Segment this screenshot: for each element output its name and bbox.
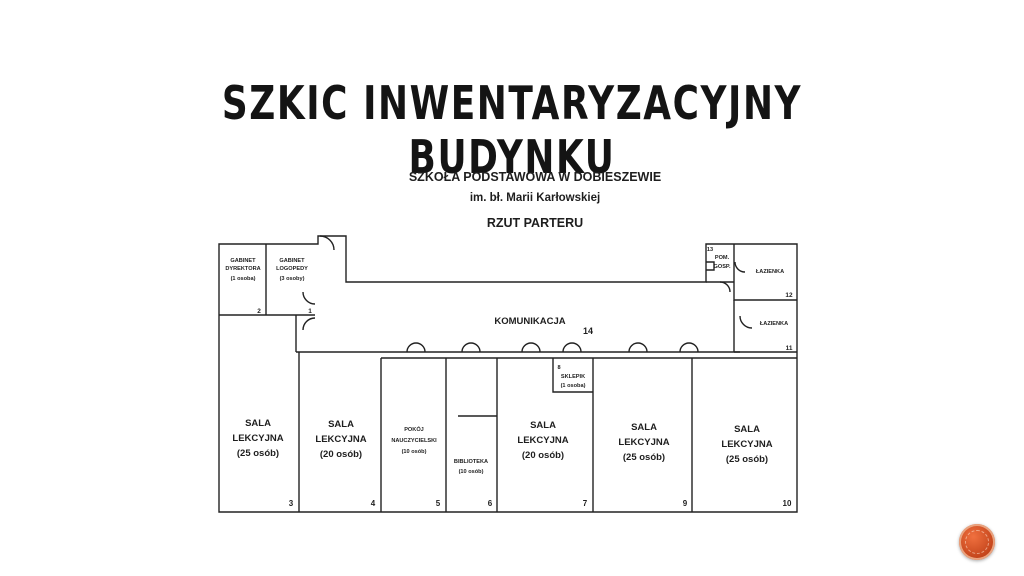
room-1-line3: (1 osoba) — [231, 276, 256, 282]
room-6-line2: (10 osób) — [459, 469, 484, 475]
utility-room-line2: GOSP. — [714, 264, 731, 270]
room-5-line3: (10 osób) — [402, 449, 427, 455]
room-4-line2: LEKCYJNA — [315, 434, 366, 445]
corridor-label: KOMUNIKACJA — [494, 316, 565, 327]
plan-heading-school: SZKOŁA PODSTAWOWA W DOBIESZEWIE — [408, 170, 662, 184]
room-5-line1: POKÓJ — [404, 425, 424, 433]
room-10-line2: LEKCYJNA — [721, 439, 772, 450]
room-1-number: 2 — [257, 308, 261, 315]
room-10-number: 10 — [783, 499, 792, 508]
room-7-line3: (20 osób) — [522, 450, 564, 461]
shop-line1: SKLEPIK — [561, 374, 585, 380]
room-2-line3: (3 osoby) — [280, 276, 305, 282]
plan-heading-patron: im. bł. Marii Karłowskiej — [469, 192, 601, 204]
room-7-line1: SALA — [530, 420, 556, 431]
room-5-line2: NAUCZYCIELSKI — [391, 438, 437, 444]
bathroom-12-number: 12 — [785, 292, 793, 299]
slide-title: SZKIC INWENTARYZACYJNY BUDYNKU — [221, 76, 803, 184]
room-3-line3: (25 osób) — [237, 448, 279, 459]
room-1-line2: DYREKTORA — [225, 266, 260, 272]
room-4-line3: (20 osób) — [320, 449, 362, 460]
plan-heading-floor: RZUT PARTERU — [486, 216, 584, 230]
room-6-number: 6 — [488, 499, 493, 508]
door-swings — [302, 235, 753, 353]
room-1-line1: GABINET — [230, 258, 256, 264]
room-2-number: 1 — [308, 308, 312, 315]
bathroom-11-label: ŁAZIENKA — [760, 321, 788, 327]
room-7-line2: LEKCYJNA — [517, 435, 568, 446]
room-9-line2: LEKCYJNA — [618, 437, 669, 448]
room-4-line1: SALA — [328, 419, 354, 430]
utility-room-line1: POM. — [715, 255, 730, 261]
room-2-line2: LOGOPEDY — [276, 266, 308, 272]
bathroom-12-label: ŁAZIENKA — [756, 269, 784, 275]
room-4-number: 4 — [371, 499, 376, 508]
shop-number: 8 — [557, 365, 560, 371]
room-3-number: 3 — [289, 499, 294, 508]
bathroom-11-number: 11 — [786, 345, 793, 352]
corridor-number: 14 — [583, 326, 593, 336]
room-9-number: 9 — [683, 499, 688, 508]
room-3-line2: LEKCYJNA — [232, 433, 283, 444]
next-slide-button[interactable] — [959, 524, 995, 560]
walls — [218, 235, 798, 513]
room-5-number: 5 — [436, 499, 441, 508]
room-9-line1: SALA — [631, 422, 657, 433]
room-6-line1: BIBLIOTEKA — [454, 459, 488, 465]
room-2-line1: GABINET — [279, 258, 305, 264]
room-10-line3: (25 osób) — [726, 454, 768, 465]
utility-room-number: 13 — [707, 247, 713, 253]
room-3-line1: SALA — [245, 418, 271, 429]
shop-line2: (1 osoba) — [561, 383, 586, 389]
room-9-line3: (25 osób) — [623, 452, 665, 463]
room-7-number: 7 — [583, 499, 588, 508]
room-10-line1: SALA — [734, 424, 760, 435]
